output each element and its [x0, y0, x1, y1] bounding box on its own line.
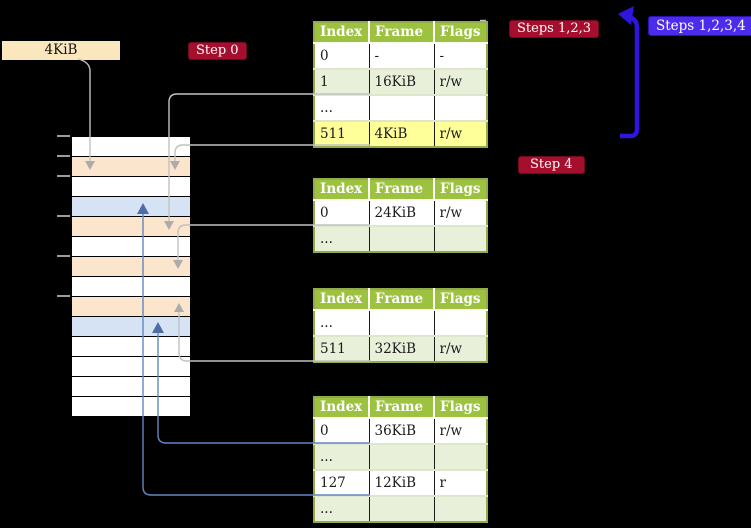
memory-tick: [57, 135, 70, 137]
memory-frame-white: [72, 357, 190, 377]
memory-tick: [57, 295, 70, 297]
table-cell: r/w: [433, 335, 487, 362]
memory-frame-white: [72, 377, 190, 397]
memory-frame-orange: [72, 217, 190, 237]
column-header: Index: [314, 179, 369, 200]
table-cell: ...: [314, 495, 369, 522]
physical-memory-stripe: [71, 136, 191, 417]
steps123-label: Steps 1,2,3: [509, 20, 600, 38]
table-cell: -: [433, 42, 487, 69]
table-row: ...: [314, 94, 487, 121]
table-cell: [368, 94, 434, 121]
memory-frame-blue: [72, 197, 190, 217]
table-cell: 0: [314, 417, 369, 444]
table-cell: 24KiB: [368, 199, 434, 226]
column-header: Flags: [433, 397, 487, 418]
memory-frame-white: [72, 237, 190, 257]
table-cell: r/w: [433, 199, 487, 226]
table-cell: 511: [314, 335, 369, 362]
step4-label: Step 4: [518, 156, 585, 174]
recursive-steps-arrow: [620, 14, 640, 139]
column-header: Frame: [368, 22, 434, 43]
table-cell: [368, 495, 434, 522]
memory-frame-white: [72, 337, 190, 357]
table-cell: 16KiB: [368, 68, 434, 95]
table-cell: 127: [314, 469, 369, 496]
memory-address-ticks: [57, 135, 70, 417]
table-cell: ...: [314, 443, 369, 470]
table-cell: 1: [314, 68, 369, 95]
table-cell: [433, 309, 487, 336]
table-cell: [368, 443, 434, 470]
table-cell: ...: [314, 225, 369, 252]
column-header: Flags: [433, 179, 487, 200]
memory-frame-blue: [72, 317, 190, 337]
table-cell: [368, 225, 434, 252]
table-cell: [433, 225, 487, 252]
table-cell: r/w: [433, 68, 487, 95]
table-cell: ...: [314, 94, 369, 121]
step0-label: Step 0: [188, 42, 247, 60]
frame-size-text: 4KiB: [44, 42, 78, 58]
memory-frame-orange: [72, 257, 190, 277]
memory-tick: [57, 215, 70, 217]
column-header: Frame: [368, 179, 434, 200]
table-cell: 32KiB: [368, 335, 434, 362]
table-cell: [433, 443, 487, 470]
memory-frame-white: [72, 397, 190, 416]
table-cell: r/w: [433, 417, 487, 444]
table-row: 0--: [314, 42, 487, 69]
memory-frame-white: [72, 277, 190, 297]
table-cell: 0: [314, 199, 369, 226]
steps1234-label: Steps 1,2,3,4: [648, 16, 751, 36]
memory-frame-orange: [72, 157, 190, 177]
column-header: Frame: [368, 397, 434, 418]
table-cell: ...: [314, 309, 369, 336]
column-header: Flags: [433, 22, 487, 43]
memory-frame-white: [72, 137, 190, 157]
column-header: Flags: [433, 289, 487, 310]
table-cell: [433, 94, 487, 121]
column-header: Index: [314, 289, 369, 310]
table-row: ...: [314, 225, 487, 252]
table-row: ...: [314, 309, 487, 336]
table-cell: [433, 495, 487, 522]
memory-tick: [57, 175, 70, 177]
memory-tick: [57, 255, 70, 257]
table-cell: [368, 309, 434, 336]
table-cell: 4KiB: [368, 120, 434, 147]
memory-frame-orange: [72, 297, 190, 317]
column-header: Index: [314, 397, 369, 418]
table-cell: r: [433, 469, 487, 496]
column-header: Index: [314, 22, 369, 43]
table-row: ...: [314, 495, 487, 522]
column-header: Frame: [368, 289, 434, 310]
table-cell: 12KiB: [368, 469, 434, 496]
table-cell: 511: [314, 120, 369, 147]
table-cell: 0: [314, 42, 369, 69]
table-cell: 36KiB: [368, 417, 434, 444]
recursive-steps-arrowhead: [618, 6, 634, 25]
table-cell: -: [368, 42, 434, 69]
memory-frame-white: [72, 177, 190, 197]
frame-size-label: 4KiB: [2, 41, 120, 60]
table-cell: r/w: [433, 120, 487, 147]
table-row: ...: [314, 443, 487, 470]
memory-tick: [57, 155, 70, 157]
